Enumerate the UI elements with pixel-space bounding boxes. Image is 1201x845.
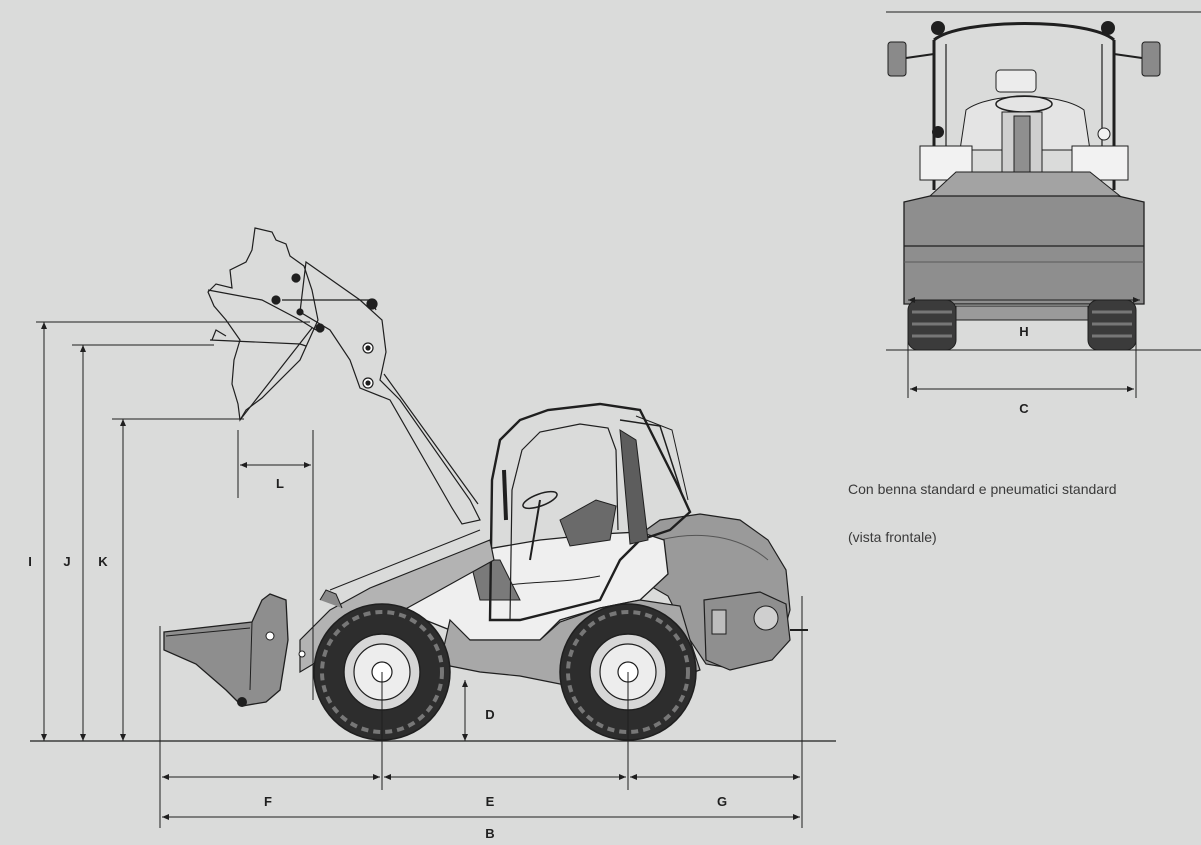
dim-label-k: K [98,554,108,569]
caption-line-2: (vista frontale) [848,529,937,545]
dim-label-e: E [486,794,495,809]
lowered-bucket [163,593,306,707]
side-dimension-lines [36,321,803,828]
front-view-loader [886,11,1201,351]
side-view-loader [163,227,808,741]
raised-lift-arm [282,260,481,525]
dim-label-l: L [276,476,284,491]
dim-label-h: H [1019,324,1028,339]
operator-cab [488,402,692,622]
dim-label-j: J [63,554,70,569]
dim-label-b: B [485,826,494,841]
dim-label-f: F [264,794,272,809]
dim-label-d: D [485,707,494,722]
raised-bucket-outline [207,227,325,422]
caption-line-1: Con benna standard e pneumatici standard [848,481,1117,497]
dim-label-i: I [28,554,32,569]
front-dimension-lines [907,297,1140,398]
dim-label-g: G [717,794,727,809]
dim-label-c: C [1019,401,1029,416]
front-view-caption: Con benna standard e pneumatici standard… [848,449,1201,561]
